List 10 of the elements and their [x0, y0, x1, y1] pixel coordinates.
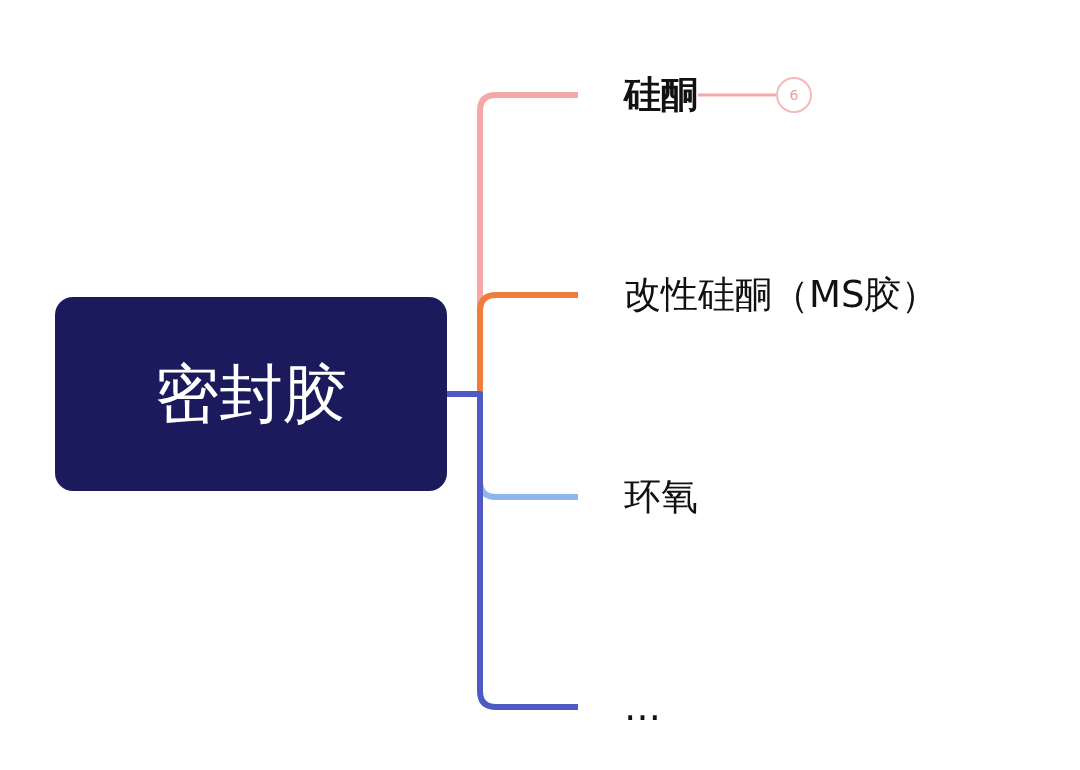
central-topic-box [55, 297, 447, 491]
count-number: 6 [789, 87, 799, 103]
branch-label: … [624, 685, 661, 729]
branch-label: 硅酮 [624, 72, 698, 118]
branch-label: 改性硅酮（MS胶） [624, 272, 939, 318]
topic-label: 密封胶 [155, 355, 347, 433]
collapse-count-circle [776, 77, 812, 113]
branch-line [447, 391, 578, 710]
branch-label: 环氧 [624, 474, 698, 520]
branch-line [698, 93, 776, 97]
